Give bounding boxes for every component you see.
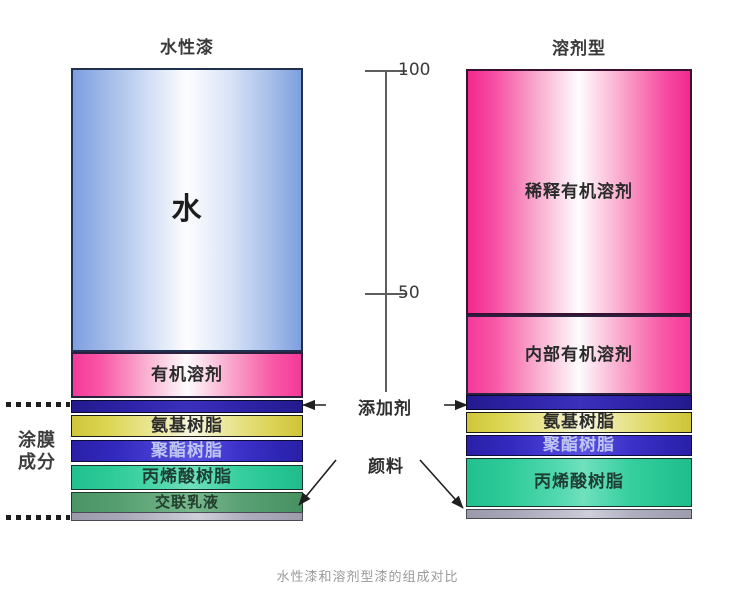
- segment-crosslink-emulsion: 交联乳液: [71, 492, 303, 513]
- coating-component-line-1: 涂膜: [18, 430, 56, 451]
- scale-tick-label-100: 100: [398, 60, 431, 80]
- segment-pigment: [71, 512, 303, 521]
- segment-label: 有机溶剂: [151, 364, 223, 385]
- segment-pigment: [466, 509, 692, 519]
- arrow-pigment-left: [298, 459, 337, 506]
- bar-solvent-paint: 稀释有机溶剂内部有机溶剂氨基树脂聚酯树脂丙烯酸树脂: [466, 69, 692, 521]
- segment-water: 水: [71, 68, 303, 352]
- segment-label: 聚酯树脂: [543, 435, 615, 455]
- scale-tick-100: [365, 70, 407, 72]
- segment-label: 丙烯酸树脂: [142, 467, 232, 487]
- segment-diluting-organic-solvent: 稀释有机溶剂: [466, 69, 692, 315]
- segment-organic-solvent: 有机溶剂: [71, 352, 303, 398]
- scale-axis-line: [385, 70, 387, 392]
- coating-component-line-2: 成分: [18, 451, 56, 473]
- segment-label: 聚酯树脂: [151, 440, 223, 461]
- figure-caption: 水性漆和溶剂型漆的组成对比: [276, 570, 459, 585]
- segment-label: 稀释有机溶剂: [525, 181, 633, 202]
- segment-internal-organic-solvent: 内部有机溶剂: [466, 315, 692, 395]
- annotation-additive: 添加剂: [358, 399, 412, 419]
- segment-polyester-resin: 聚酯树脂: [466, 435, 692, 456]
- coating-bracket-bottom-rule: [6, 515, 70, 520]
- segment-amino-resin: 氨基树脂: [466, 412, 692, 433]
- segment-acrylic-resin: 丙烯酸树脂: [71, 465, 303, 490]
- coating-bracket-top-rule: [6, 402, 70, 407]
- annotation-coating-component: 涂膜 成分: [6, 430, 68, 474]
- segment-additive: [71, 400, 303, 413]
- segment-acrylic-resin: 丙烯酸树脂: [466, 458, 692, 507]
- segment-amino-resin: 氨基树脂: [71, 415, 303, 437]
- bar-waterborne-paint: 水有机溶剂氨基树脂聚酯树脂丙烯酸树脂交联乳液: [71, 68, 303, 521]
- segment-polyester-resin: 聚酯树脂: [71, 440, 303, 462]
- segment-label: 交联乳液: [154, 493, 219, 511]
- scale-tick-label-50: 50: [398, 283, 420, 303]
- scale-tick-50: [365, 293, 407, 295]
- segment-label: 水: [171, 192, 203, 227]
- segment-label: 氨基树脂: [151, 415, 223, 436]
- segment-label: 氨基树脂: [543, 412, 615, 432]
- column-title-waterborne: 水性漆: [160, 38, 214, 58]
- annotation-pigment: 颜料: [368, 457, 404, 477]
- segment-label: 内部有机溶剂: [525, 344, 633, 365]
- segment-label: 丙烯酸树脂: [534, 472, 624, 492]
- column-title-solvent: 溶剂型: [552, 39, 606, 59]
- segment-additive: [466, 395, 692, 410]
